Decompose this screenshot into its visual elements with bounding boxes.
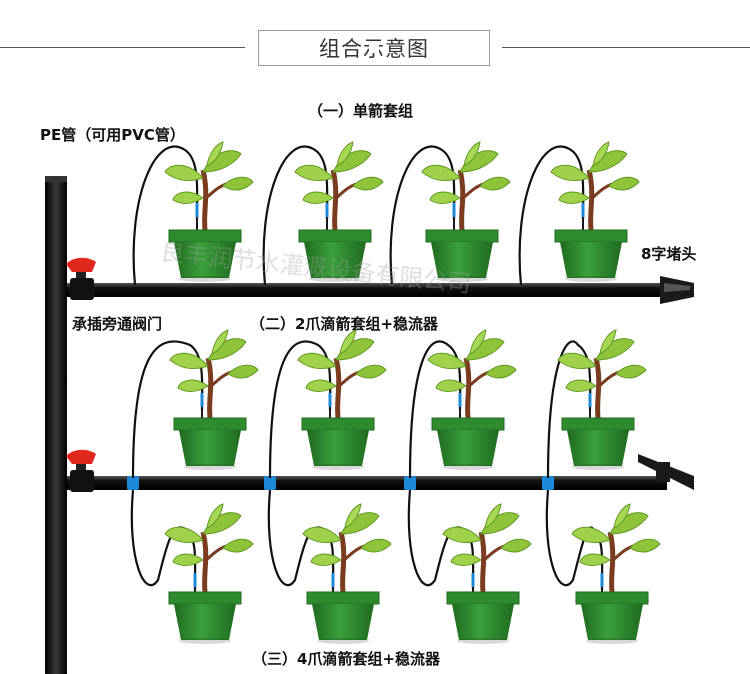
valve-label: 承插旁通阀门 xyxy=(72,315,163,333)
diagram-title: 组合示意图 xyxy=(258,30,490,66)
plug-label: 8字堵头 xyxy=(641,245,697,263)
pe-pipe-label: PE管（可用PVC管） xyxy=(40,126,185,144)
drip-tube xyxy=(545,489,604,591)
header-rule-left xyxy=(0,47,245,48)
main-vertical-pipe xyxy=(45,176,67,674)
dripper-tip xyxy=(600,573,604,587)
dripper-tip xyxy=(471,573,475,587)
plant-pot-icon xyxy=(551,142,639,283)
drip-tube xyxy=(268,340,332,479)
valve-icon xyxy=(66,449,96,492)
dripper-tip xyxy=(325,203,329,217)
plant-pot-icon xyxy=(298,330,386,471)
drip-tube xyxy=(262,145,329,286)
stabilizer-icon xyxy=(404,476,416,490)
drip-tube xyxy=(518,145,585,286)
plant-pot-icon xyxy=(303,504,391,645)
section-3-label: （三）4爪滴箭套组+稳流器 xyxy=(252,650,441,668)
plant-pot-icon xyxy=(572,504,660,645)
plant-pot-icon xyxy=(170,330,258,471)
row-1 xyxy=(66,257,694,304)
plant-pot-icon xyxy=(165,504,253,645)
stabilizer-icon xyxy=(264,476,276,490)
stabilizer-icon xyxy=(542,476,554,490)
dripper-tip xyxy=(328,393,332,407)
dripper-tip xyxy=(452,203,456,217)
dripper-tip xyxy=(193,573,197,587)
branch-pipe-2 xyxy=(67,476,667,490)
plant-pot-icon xyxy=(428,330,516,471)
drip-tube xyxy=(267,489,335,591)
dripper-tip xyxy=(195,203,199,217)
plant-pot-icon xyxy=(558,330,646,471)
plant-pot-icon xyxy=(443,504,531,645)
dripper-tip xyxy=(581,203,585,217)
branch-pipe-1 xyxy=(67,283,667,297)
drip-tube xyxy=(132,145,199,286)
dripper-tip xyxy=(331,573,335,587)
valve-icon xyxy=(66,257,96,300)
section-2-label: （二）2爪滴箭套组+稳流器 xyxy=(250,315,439,333)
dripper-tip xyxy=(200,393,204,407)
drip-tube xyxy=(546,340,592,479)
drip-tube xyxy=(389,145,456,286)
drip-tube xyxy=(407,489,475,591)
drip-tube xyxy=(130,489,197,591)
drip-tube xyxy=(131,340,204,479)
drip-tube xyxy=(408,340,462,479)
dripper-tip xyxy=(458,393,462,407)
dripper-tip xyxy=(588,393,592,407)
stabilizer-icon xyxy=(127,476,139,490)
row-2 xyxy=(66,449,694,492)
section-1-label: （一）单箭套组 xyxy=(308,102,414,120)
header-rule-right xyxy=(502,47,750,48)
